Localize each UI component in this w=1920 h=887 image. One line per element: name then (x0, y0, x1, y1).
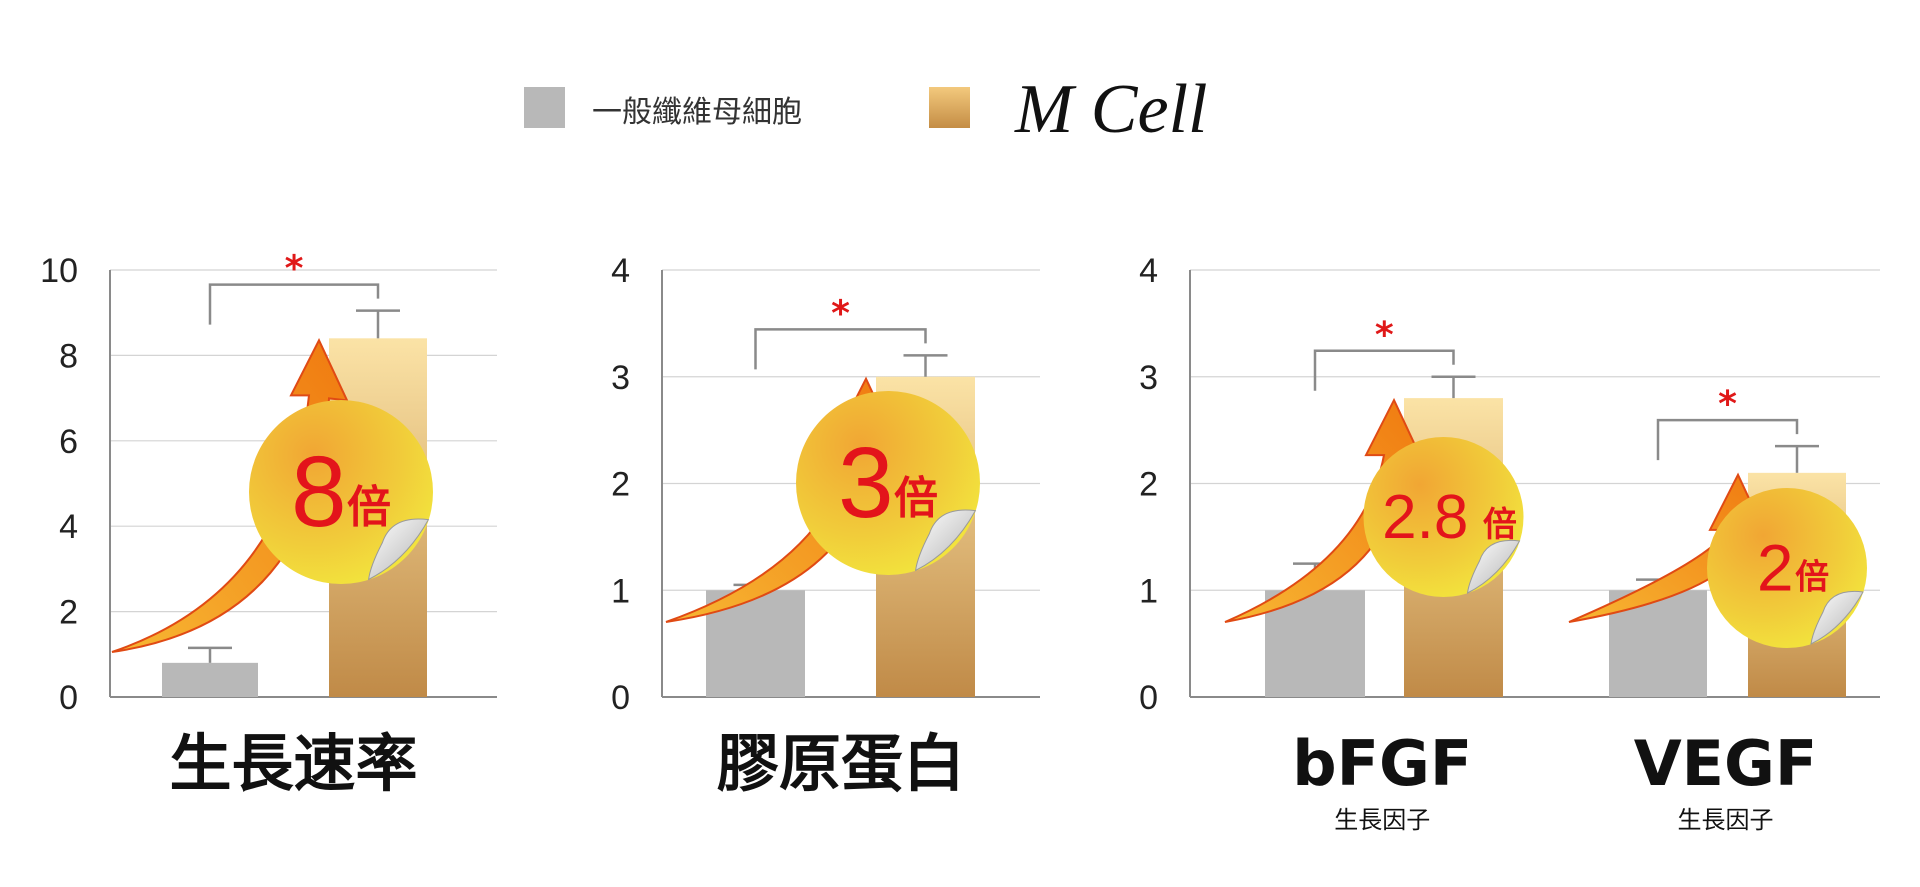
y-tick-label: 2 (59, 594, 78, 632)
significance-star: * (1375, 315, 1394, 356)
page-curl-icon (1466, 539, 1521, 594)
y-tick-label: 1 (611, 572, 630, 610)
legend-label-normal: 一般纖維母細胞 (592, 95, 802, 130)
category-label: VEGF (1634, 727, 1818, 800)
page-curl-icon (1810, 590, 1864, 645)
y-tick-label: 4 (611, 252, 630, 290)
y-tick-label: 0 (59, 679, 78, 717)
category-subtitle: 生長因子 (1334, 806, 1430, 834)
y-tick-label: 10 (40, 252, 78, 290)
fold-badge: 2.8 倍 (1363, 437, 1524, 597)
bar-normal (162, 662, 258, 697)
y-tick-label: 2 (1139, 466, 1158, 504)
significance-bracket (208, 283, 380, 325)
page-curl-icon (367, 518, 430, 581)
y-tick-label: 3 (1139, 359, 1158, 397)
category-label: bFGF (1292, 727, 1472, 800)
legend-swatch-normal (524, 87, 565, 128)
y-tick-label: 1 (1139, 572, 1158, 610)
fold-unit: 倍 (1795, 557, 1829, 597)
legend-label-mcell: M Cell (1014, 71, 1207, 148)
page-curl-icon (914, 509, 977, 572)
fold-unit: 倍 (894, 473, 938, 524)
legend-swatch-mcell (929, 87, 970, 128)
significance-star: * (1718, 384, 1737, 425)
category-label: 膠原蛋白 (717, 727, 965, 800)
fold-number: 2 (1757, 530, 1794, 604)
y-tick-label: 4 (1139, 252, 1158, 290)
fold-number: 8 (291, 436, 347, 548)
category-subtitle: 生長因子 (1678, 806, 1774, 834)
y-tick-label: 8 (59, 337, 78, 375)
y-tick-label: 3 (611, 359, 630, 397)
significance-star: * (285, 249, 304, 290)
y-tick-label: 4 (59, 508, 78, 546)
significance-bracket (1656, 418, 1799, 461)
significance-star: * (831, 293, 850, 334)
y-tick-label: 2 (611, 466, 630, 504)
category-label: 生長速率 (169, 727, 417, 800)
significance-bracket (754, 328, 927, 370)
fold-unit: 倍 (347, 482, 391, 533)
legend: 一般纖維母細胞 M Cell (524, 71, 1207, 148)
y-tick-label: 6 (59, 423, 78, 461)
fold-unit: 倍 (1483, 505, 1517, 545)
fold-number: 2.8 (1382, 483, 1468, 552)
y-tick-label: 0 (1139, 679, 1158, 717)
significance-bracket (1313, 349, 1455, 391)
fold-number: 3 (838, 427, 894, 539)
y-tick-label: 0 (611, 679, 630, 717)
